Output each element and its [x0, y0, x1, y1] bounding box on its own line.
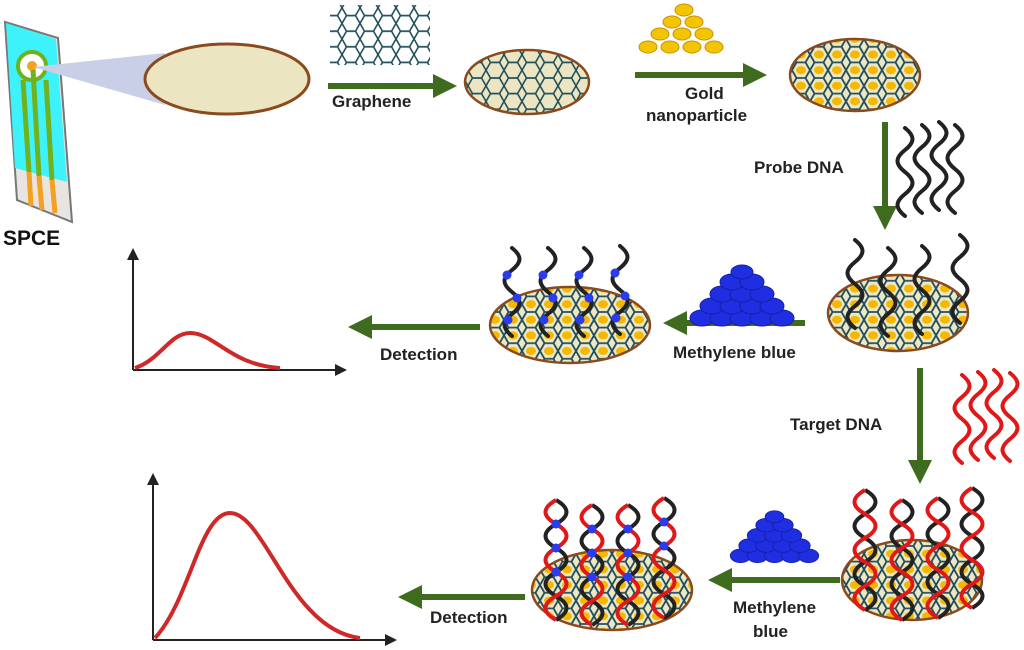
graphene-electrode-rim — [463, 48, 591, 116]
bare-electrode — [143, 42, 311, 116]
signal-curve-high — [153, 510, 361, 640]
probe-dna-label: Probe DNA — [754, 158, 844, 177]
nanoparticle-label: nanoparticle — [646, 106, 747, 125]
gold-label: Gold — [685, 84, 724, 103]
target-dna-label: Target DNA — [790, 415, 882, 434]
methylene-blue-label-1: Methylene blue — [673, 343, 796, 362]
spce-electrode-strip — [3, 20, 74, 224]
signal-plot-high — [147, 473, 397, 646]
detection-label-1: Detection — [380, 345, 457, 364]
target-dna-strands-icon — [952, 368, 1020, 465]
hybridized-dna-with-methylene-blue — [543, 496, 677, 627]
mb-hybridized-electrode — [530, 548, 694, 632]
spce-label: SPCE — [3, 227, 60, 250]
signal-plot-low — [127, 248, 347, 376]
probe-dna-with-methylene-blue — [502, 244, 630, 338]
gold-graphene-electrode — [788, 37, 922, 113]
detection-label-2: Detection — [430, 608, 507, 627]
methylene-blue-icon-1 — [689, 264, 795, 327]
methylene-blue-icon-2 — [729, 510, 820, 564]
signal-curve-low — [134, 330, 281, 370]
graphene-label: Graphene — [332, 92, 411, 111]
blue-label-2: blue — [753, 622, 788, 641]
gold-nanoparticle-icon — [638, 3, 724, 54]
probe-dna-strands-icon — [895, 120, 965, 218]
graphene-sheet-icon — [330, 5, 430, 65]
methylene-label-2: Methylene — [733, 598, 816, 617]
zoom-beam — [33, 53, 165, 105]
mb-probe-electrode — [488, 285, 652, 365]
